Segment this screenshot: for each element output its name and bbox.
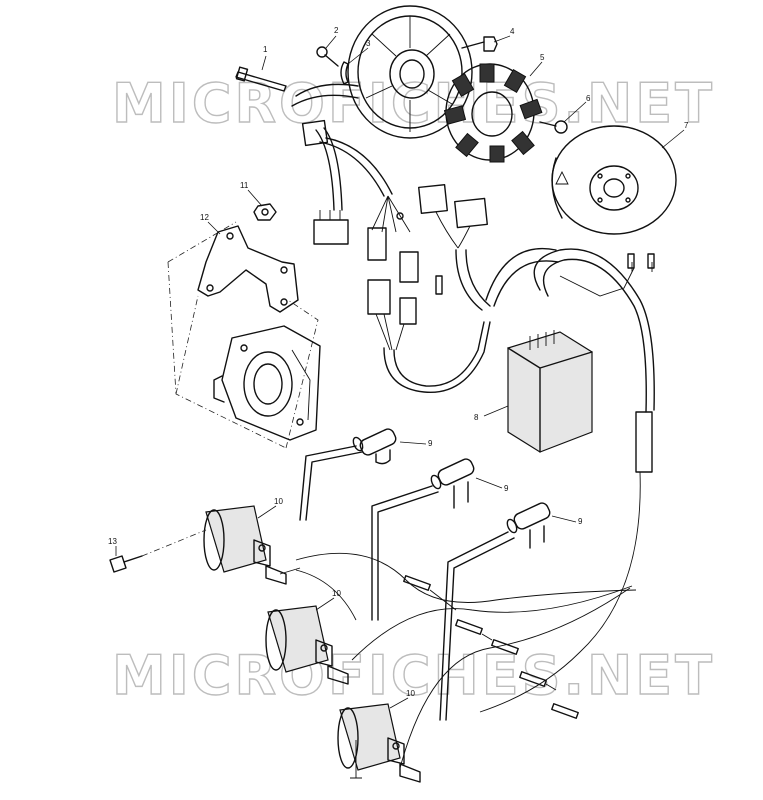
callout-9a: 9 (428, 439, 433, 448)
part-13-bolt[interactable] (109, 529, 207, 573)
leader-lines (115, 35, 685, 709)
callout-11: 11 (240, 181, 249, 190)
watermark-top: MICROFICHES.NET (111, 71, 715, 135)
svg-text:MICROFICHES.NET: MICROFICHES.NET (112, 644, 715, 707)
callout-10c: 10 (406, 689, 415, 698)
svg-text:MICROFICHES.NET: MICROFICHES.NET (112, 72, 715, 135)
part-4-bolt[interactable] (461, 36, 498, 52)
part-2-screw[interactable] (316, 46, 339, 67)
stator-plate[interactable] (347, 5, 473, 139)
callout-1: 1 (263, 45, 268, 54)
callout-8: 8 (474, 413, 479, 422)
callout-10a: 10 (274, 497, 283, 506)
part-1-tie-strap[interactable] (235, 66, 287, 92)
part-10-ignition-coil-2[interactable] (265, 605, 349, 685)
callout-6: 6 (586, 94, 591, 103)
callout-labels: 1 2 3 4 5 6 7 8 9 9 9 10 10 10 11 12 13 (108, 26, 689, 698)
part-5-stator[interactable] (443, 63, 543, 163)
part-10-ignition-coil-3[interactable] (337, 703, 421, 783)
callout-3: 3 (366, 39, 371, 48)
carburetor-housing[interactable] (213, 325, 321, 441)
part-12-bracket[interactable] (167, 221, 319, 449)
callout-7: 7 (684, 121, 689, 130)
callout-13: 13 (108, 537, 117, 546)
wire-connectors[interactable] (418, 184, 491, 311)
callout-4: 4 (510, 27, 515, 36)
stator-wire-harness (291, 83, 491, 394)
callout-5: 5 (540, 53, 545, 62)
part-9-spark-plug-cap-2[interactable] (429, 457, 475, 509)
part-10-ignition-coil-1[interactable] (203, 505, 287, 585)
high-tension-leads (279, 445, 637, 769)
callout-10b: 10 (332, 589, 341, 598)
callout-12: 12 (200, 213, 209, 222)
part-8-cdi-box[interactable] (479, 247, 655, 713)
part-6-bolt[interactable] (539, 120, 568, 134)
part-7-flywheel[interactable] (551, 125, 677, 235)
callout-9c: 9 (578, 517, 583, 526)
part-11-nut[interactable] (253, 203, 277, 221)
part-9-spark-plug-cap-3[interactable] (505, 501, 551, 549)
watermark-bottom: MICROFICHES.NET (111, 643, 715, 707)
callout-9b: 9 (504, 484, 509, 493)
part-9-spark-plug-cap-1[interactable] (351, 427, 397, 465)
callout-2: 2 (334, 26, 339, 35)
